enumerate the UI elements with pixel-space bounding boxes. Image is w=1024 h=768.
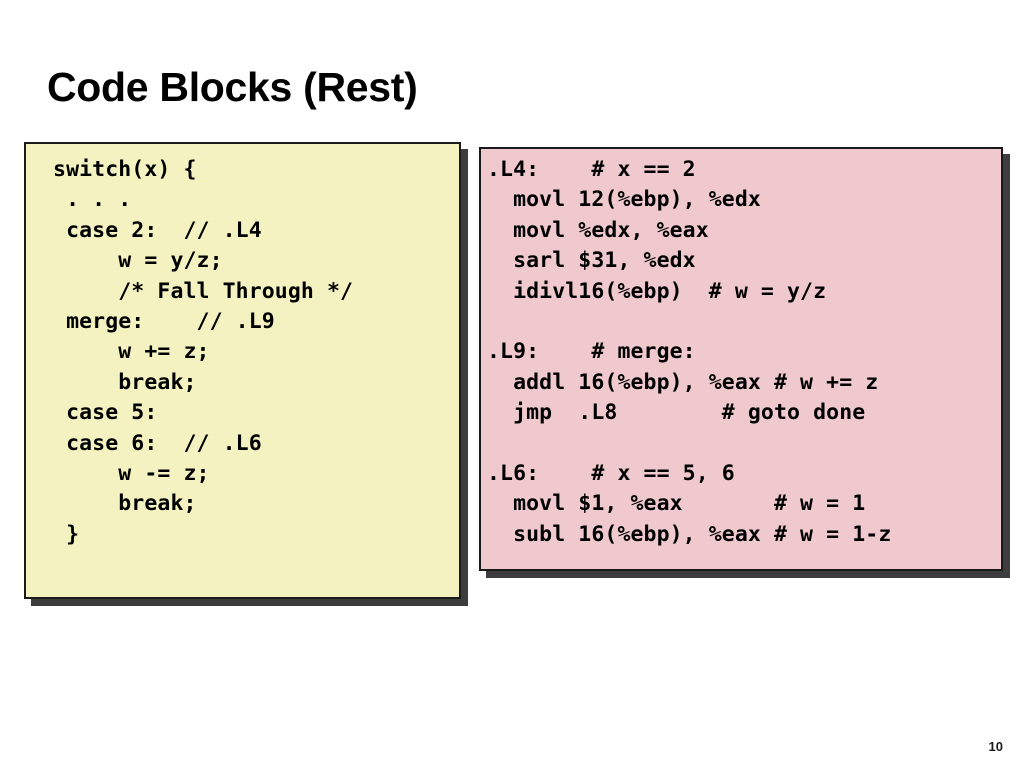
c-source-code-text: switch(x) { . . . case 2: // .L4 w = y/z… [53, 157, 354, 547]
c-source-code-block: switch(x) { . . . case 2: // .L4 w = y/z… [24, 142, 461, 599]
assembly-code-text: .L4: # x == 2 movl 12(%ebp), %edx movl %… [487, 157, 892, 547]
page-number: 10 [988, 739, 1003, 754]
page-title: Code Blocks (Rest) [47, 64, 418, 110]
assembly-code-block: .L4: # x == 2 movl 12(%ebp), %edx movl %… [479, 147, 1003, 571]
